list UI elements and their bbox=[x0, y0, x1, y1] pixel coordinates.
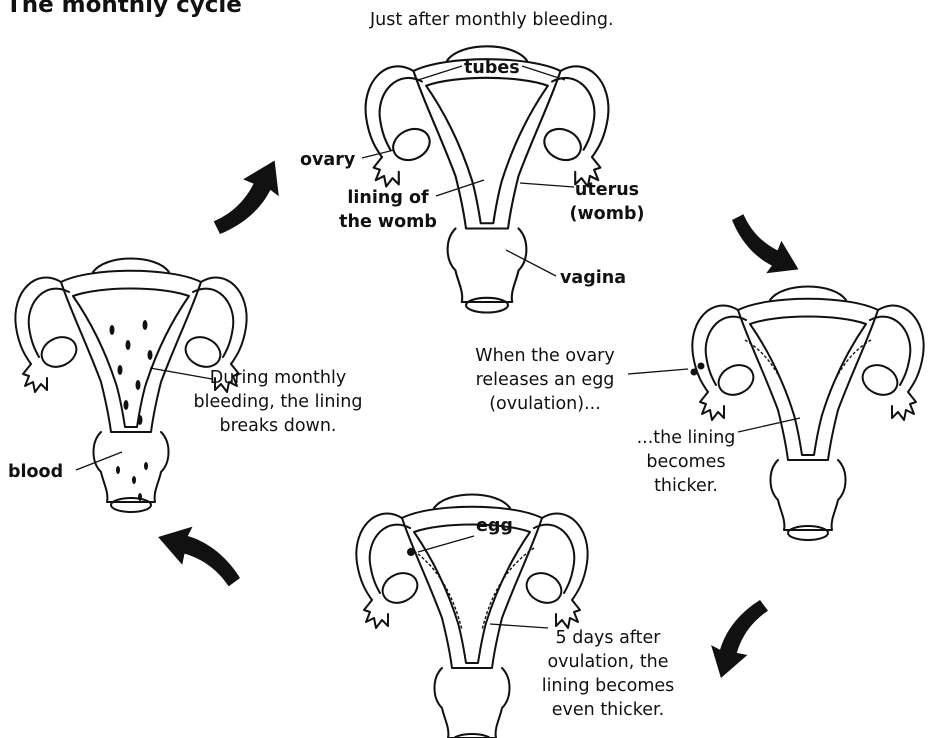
label-lining-of-womb: lining of the womb bbox=[328, 186, 448, 234]
cycle-arrow-upper-left bbox=[214, 161, 279, 235]
label-bleeding-line3: breaks down. bbox=[184, 414, 372, 438]
label-ovulation-line2: releases an egg bbox=[462, 368, 628, 392]
egg-in-tube bbox=[407, 548, 415, 556]
label-five-days: 5 days after ovulation, the lining becom… bbox=[538, 626, 678, 722]
label-lining-thicker-line1: ...the lining bbox=[626, 426, 746, 450]
label-lining-of-line2: the womb bbox=[328, 210, 448, 234]
label-lining-thicker-line3: thicker. bbox=[626, 474, 746, 498]
label-lining-thicker-line2: becomes bbox=[626, 450, 746, 474]
label-tubes: tubes bbox=[464, 56, 520, 80]
cycle-arrow-lower-left bbox=[157, 520, 241, 597]
label-vagina: vagina bbox=[560, 266, 626, 290]
top-caption: Just after monthly bleeding. bbox=[370, 8, 614, 32]
cycle-arrow-lower-right bbox=[705, 599, 778, 679]
uterus-ovulation bbox=[692, 287, 923, 541]
label-bleeding: During monthly bleeding, the lining brea… bbox=[184, 366, 372, 438]
label-ovary: ovary bbox=[300, 148, 355, 172]
label-ovulation-line3: (ovulation)... bbox=[462, 392, 628, 416]
label-ovulation-line1: When the ovary bbox=[462, 344, 628, 368]
label-five-days-line1: 5 days after bbox=[538, 626, 678, 650]
label-lining-of-line1: lining of bbox=[328, 186, 448, 210]
label-lining-thicker: ...the lining becomes thicker. bbox=[626, 426, 746, 498]
label-uterus-line1: uterus bbox=[564, 178, 650, 202]
label-uterus: uterus (womb) bbox=[564, 178, 650, 226]
label-bleeding-line2: bleeding, the lining bbox=[184, 390, 372, 414]
diagram-title: The monthly cycle bbox=[6, 0, 242, 18]
label-five-days-line4: even thicker. bbox=[538, 698, 678, 722]
label-five-days-line2: ovulation, the bbox=[538, 650, 678, 674]
label-uterus-line2: (womb) bbox=[564, 202, 650, 226]
label-blood: blood bbox=[8, 460, 63, 484]
label-bleeding-line1: During monthly bbox=[184, 366, 372, 390]
blood-drops bbox=[110, 320, 153, 501]
egg-released bbox=[691, 369, 698, 376]
label-egg: egg bbox=[476, 514, 513, 538]
label-ovulation: When the ovary releases an egg (ovulatio… bbox=[462, 344, 628, 416]
label-five-days-line3: lining becomes bbox=[538, 674, 678, 698]
cycle-arrow-upper-right bbox=[732, 214, 799, 273]
